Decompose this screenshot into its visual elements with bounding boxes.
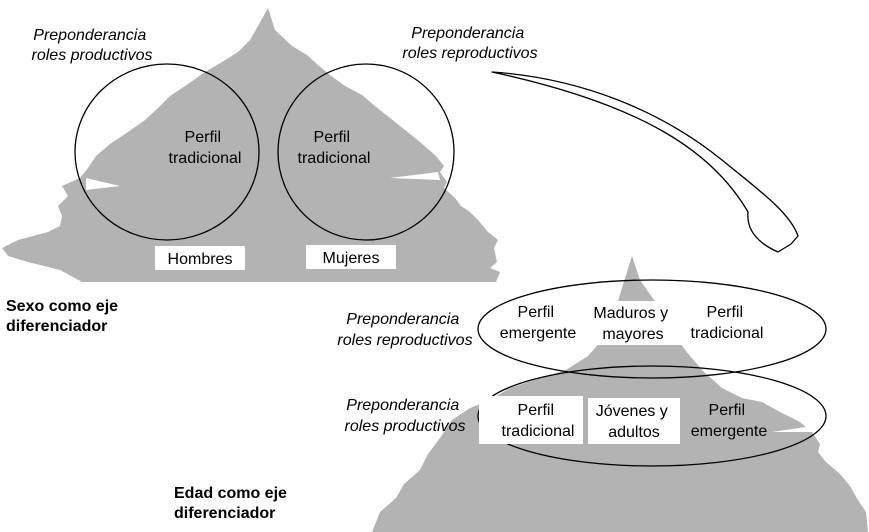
men-profile-label: Perfil tradicional xyxy=(169,129,242,167)
mature-ellipse xyxy=(477,279,827,379)
sex-axis-caption: Sexo como eje diferenciador xyxy=(6,298,123,335)
lower-right-profile: Perfil emergente xyxy=(691,402,768,440)
bottom-lower-role-label: Preponderancia roles productivos xyxy=(345,397,466,435)
top-right-role-label: Preponderancia roles reproductivos xyxy=(402,25,537,62)
men-label: Hombres xyxy=(168,251,233,268)
men-ellipse xyxy=(74,63,260,241)
bottom-upper-role-label: Preponderancia roles reproductivos xyxy=(337,311,472,349)
women-profile-label: Perfil tradicional xyxy=(298,129,371,167)
lower-left-profile: Perfil tradicional xyxy=(502,402,575,440)
age-axis-caption: Edad como eje diferenciador xyxy=(174,485,291,522)
top-population-pyramid xyxy=(2,8,500,282)
transition-arrow xyxy=(491,71,799,253)
young-ellipse xyxy=(477,365,827,467)
upper-right-profile: Perfil tradicional xyxy=(691,304,764,342)
women-label: Mujeres xyxy=(323,250,380,267)
bottom-population-pyramid xyxy=(372,256,868,532)
upper-left-profile: Perfil emergente xyxy=(500,304,577,342)
women-ellipse xyxy=(277,63,455,241)
young-group-label: Jóvenes y adultos xyxy=(596,403,673,441)
top-left-role-label: Preponderancia roles productivos xyxy=(32,27,153,64)
mature-group-label: Maduros y mayores xyxy=(593,305,672,343)
